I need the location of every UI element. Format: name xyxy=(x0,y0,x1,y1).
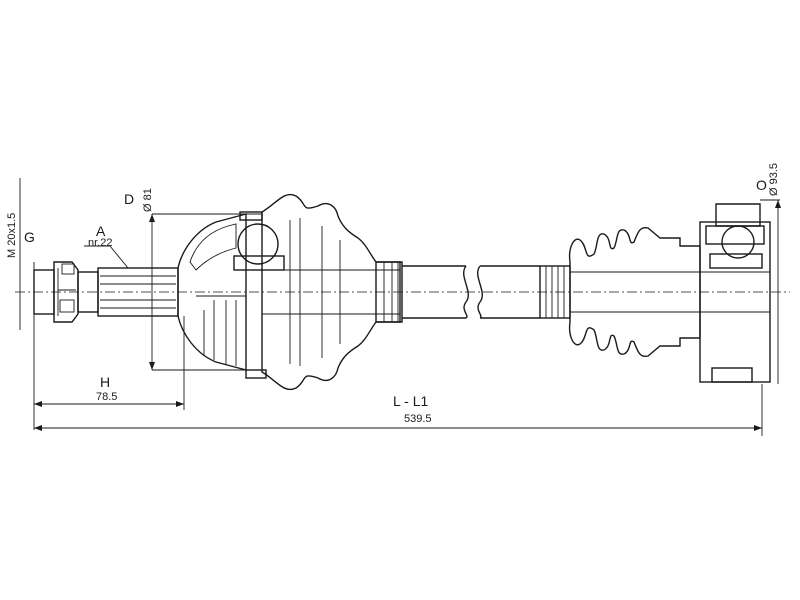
dim-o-arrow-top xyxy=(775,200,781,208)
dim-h-arrow-right xyxy=(176,401,184,407)
dim-d-arrow-bottom xyxy=(149,362,155,370)
label-l: L - L1 xyxy=(393,393,428,409)
label-a-sub: nr.22 xyxy=(88,237,112,249)
outer-cv-joint xyxy=(177,211,285,379)
dim-l-arrow-right xyxy=(754,425,762,431)
spline-shaft xyxy=(77,267,179,317)
label-d: D xyxy=(124,191,134,207)
middle-shaft xyxy=(402,265,540,319)
dim-a-leader xyxy=(109,245,129,269)
label-l-value: 539.5 xyxy=(404,413,432,425)
label-o: O xyxy=(756,177,767,193)
inner-cv-joint xyxy=(699,203,771,383)
dim-d-arrow-top xyxy=(149,214,155,222)
label-m-thread: M 20x1.5 xyxy=(6,213,18,258)
label-h-value: 78.5 xyxy=(96,391,117,403)
label-o-value: Ø 93.5 xyxy=(768,163,780,196)
label-d-value: Ø 81 xyxy=(142,188,154,212)
dim-h-arrow-left xyxy=(34,401,42,407)
label-a: A xyxy=(96,223,106,239)
inner-boot xyxy=(539,226,701,358)
label-g: G xyxy=(24,229,35,245)
dim-l-arrow-left xyxy=(34,425,42,431)
outer-boot xyxy=(261,193,403,391)
label-h: H xyxy=(100,374,110,390)
